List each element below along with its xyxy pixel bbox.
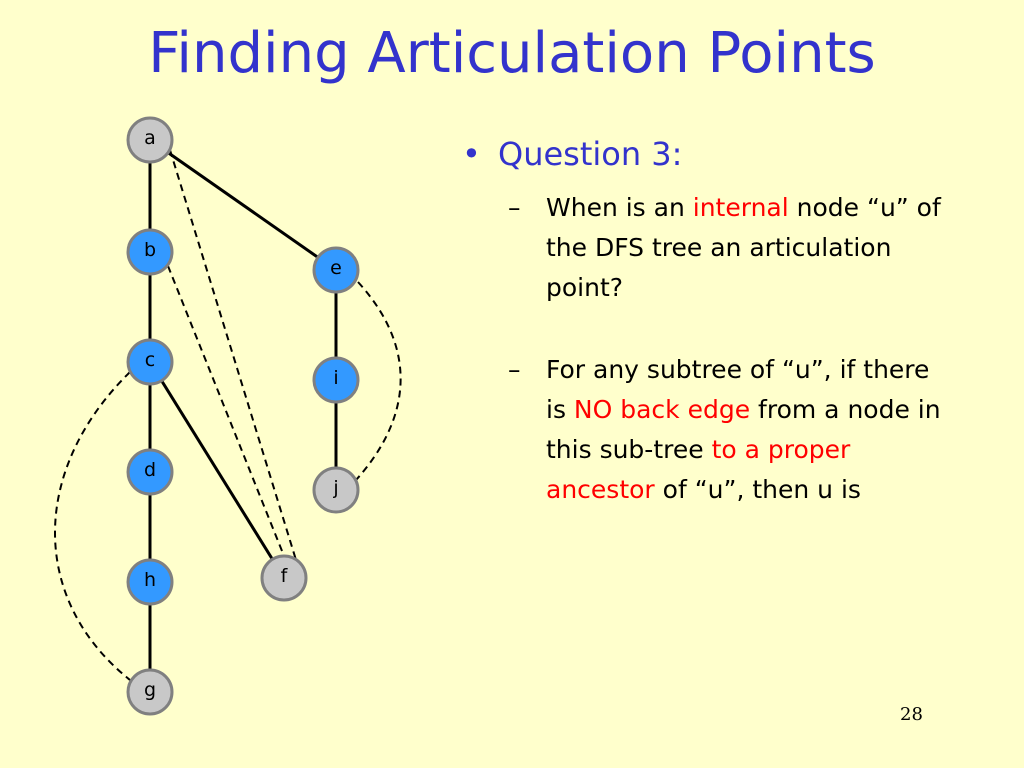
node-label-a: a <box>144 127 156 149</box>
back-edge-b-f <box>167 265 285 557</box>
node-circle-d <box>126 448 174 496</box>
node-j: j <box>312 466 360 514</box>
dash-mark: – <box>508 193 521 222</box>
node-circle-a <box>126 116 174 164</box>
node-circle-e <box>312 246 360 294</box>
node-b: b <box>126 228 174 276</box>
back-edge-e-j <box>355 281 402 481</box>
back-edge-c-g <box>54 371 131 681</box>
node-i: i <box>312 356 360 404</box>
node-label-g: g <box>144 679 156 701</box>
node-circle-h <box>126 558 174 606</box>
sub-point-2: – For any subtree of “u”, if there is NO… <box>508 350 1002 510</box>
node-label-j: j <box>332 477 338 499</box>
sub-point-1-text: When is an internal node “u” of the DFS … <box>546 188 956 308</box>
node-circle-c <box>126 338 174 386</box>
sub-point-1: – When is an internal node “u” of the DF… <box>508 188 1002 308</box>
segment: of “u”, then u is <box>654 475 861 504</box>
segment-highlight: internal <box>692 193 789 222</box>
node-d: d <box>126 448 174 496</box>
nodes-layer: a b c d h g e i j f <box>126 116 360 716</box>
question-label: Question 3: <box>498 135 683 173</box>
node-label-f: f <box>281 565 289 587</box>
edges-layer <box>54 138 402 692</box>
dash-mark: – <box>508 355 521 384</box>
segment: from a node in this sub-tree <box>546 395 941 464</box>
node-a: a <box>126 116 174 164</box>
segment-highlight: NO back edge <box>573 395 751 424</box>
page-number: 28 <box>900 704 923 725</box>
node-label-d: d <box>144 459 156 481</box>
bullet-mark: • <box>462 135 481 173</box>
node-label-b: b <box>144 239 156 261</box>
question-bullet: • Question 3: <box>462 132 1002 176</box>
slide-title: Finding Articulation Points <box>148 21 876 86</box>
node-f: f <box>260 554 308 602</box>
segment: node “u” of the DFS tree an articulation… <box>546 193 941 302</box>
node-circle-i <box>312 356 360 404</box>
node-circle-g <box>126 668 174 716</box>
node-label-h: h <box>144 569 156 591</box>
sub-point-2-text: For any subtree of “u”, if there is NO b… <box>546 350 956 510</box>
node-label-c: c <box>145 349 155 371</box>
node-circle-j <box>312 466 360 514</box>
node-label-i: i <box>333 367 338 389</box>
node-h: h <box>126 558 174 606</box>
node-c: c <box>126 338 174 386</box>
segment-highlight: to a proper ancestor <box>546 435 851 504</box>
dfs-tree-diagram: a b c d h g e i j f <box>54 116 402 716</box>
tree-edge-c-f <box>148 361 286 579</box>
segment: For any subtree of “u”, if there is <box>546 355 930 424</box>
node-circle-b <box>126 228 174 276</box>
node-label-e: e <box>330 257 342 279</box>
segment: When is an <box>546 193 693 222</box>
node-e: e <box>312 246 360 294</box>
slide-content: • Question 3: – When is an internal node… <box>462 132 1002 510</box>
node-circle-f <box>260 554 308 602</box>
tree-edge-a-e <box>149 138 337 272</box>
node-g: g <box>126 668 174 716</box>
